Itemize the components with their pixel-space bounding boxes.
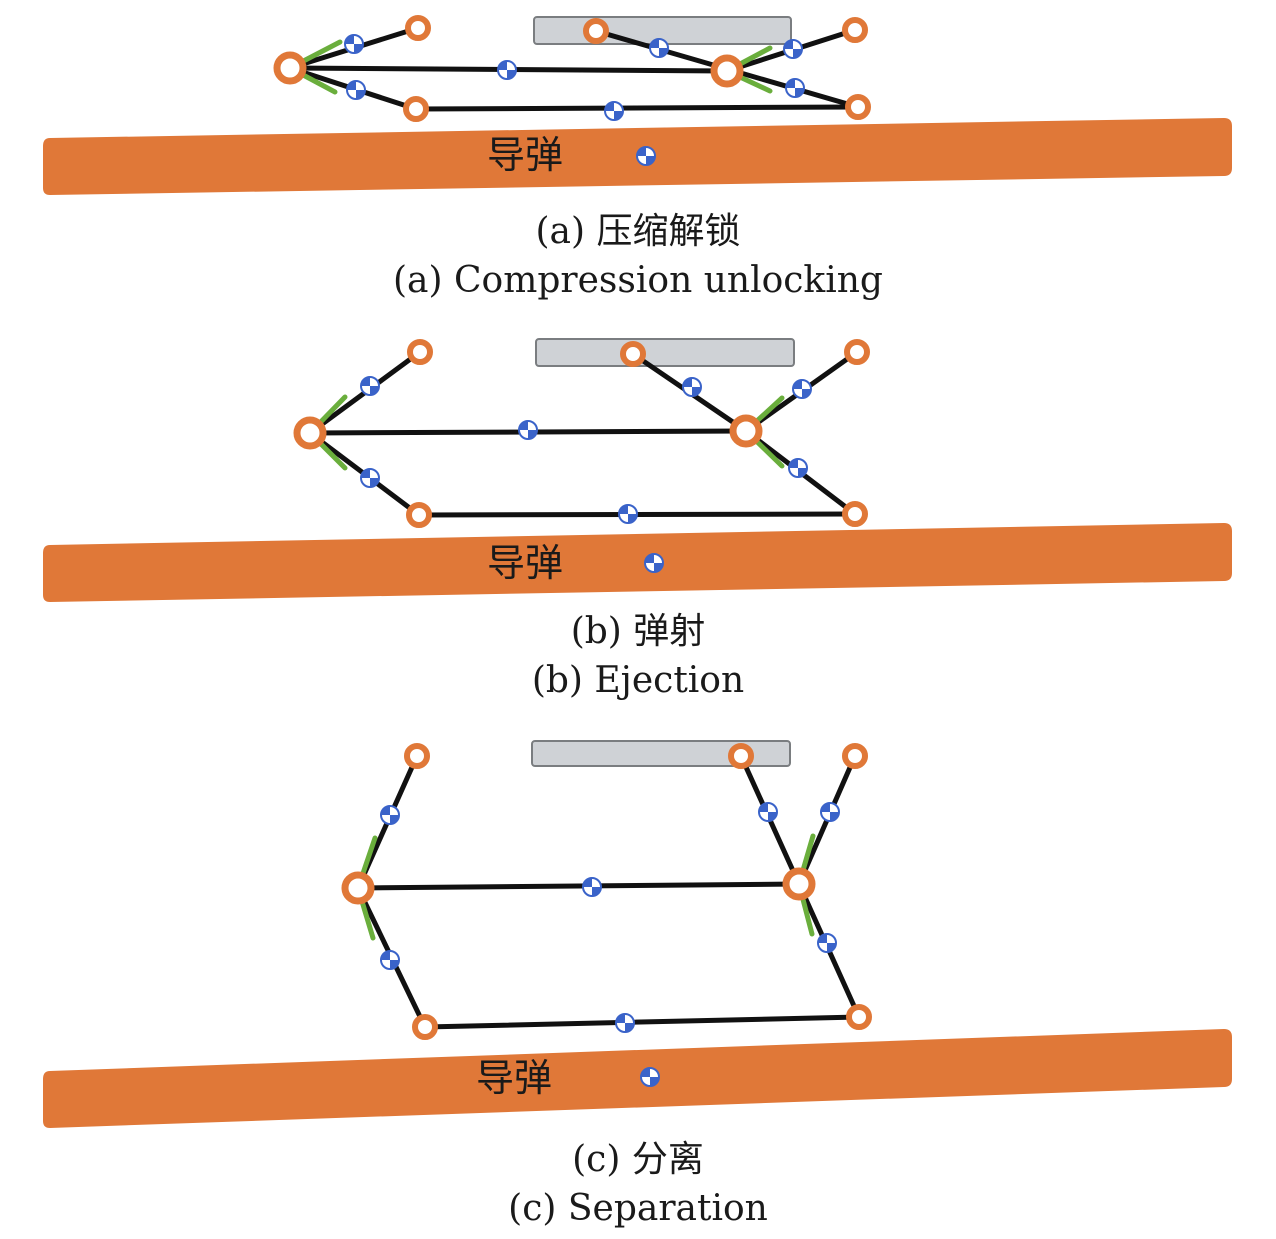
caption-a-cn: (a) 压缩解锁 — [535, 211, 741, 252]
centroid-marker-icon — [758, 802, 778, 822]
centroid-marker-icon — [785, 78, 805, 98]
centroid-marker-icon — [649, 38, 669, 58]
centroid-marker-icon — [792, 379, 812, 399]
joint-pin-icon — [403, 96, 429, 122]
joint-pin-icon — [404, 743, 430, 769]
centroid-marker-icon — [644, 553, 664, 573]
joints — [293, 339, 870, 528]
caption-b-cn: (b) 弹射 — [570, 611, 706, 652]
link — [413, 104, 861, 112]
linkage-links — [355, 753, 862, 1030]
centroid-marker-icon — [817, 933, 837, 953]
missile-label: 导弹 — [476, 1056, 552, 1100]
caption-a-en: (a) Compression unlocking — [393, 260, 883, 301]
joint-pin-icon — [842, 743, 868, 769]
joint-pin-icon — [846, 1004, 872, 1030]
centroid-marker-icon — [344, 34, 364, 54]
centroid-marker-icon — [788, 458, 808, 478]
centroid-marker-icon — [360, 468, 380, 488]
joints — [273, 15, 871, 122]
missile-label: 导弹 — [487, 133, 563, 177]
joint-pin-icon — [293, 416, 327, 450]
joints — [341, 743, 872, 1040]
centroid-marker-icon — [380, 950, 400, 970]
joint-pin-icon — [341, 871, 375, 905]
joint-pin-icon — [729, 414, 763, 448]
joint-pin-icon — [405, 15, 431, 41]
joint-pin-icon — [273, 51, 307, 85]
centroid-marker-icon — [820, 802, 840, 822]
missile-label: 导弹 — [487, 541, 563, 585]
joint-pin-icon — [842, 501, 868, 527]
centroid-marker-icon — [618, 504, 638, 524]
centroid-marker-icon — [497, 60, 517, 80]
caption-b-en: (b) Ejection — [531, 660, 745, 701]
centroid-marker-icon — [636, 146, 656, 166]
joint-pin-icon — [412, 1014, 438, 1040]
joint-pin-icon — [844, 339, 870, 365]
joint-pin-icon — [728, 743, 754, 769]
centroid-marker-icon — [518, 420, 538, 440]
centroids — [380, 802, 840, 1087]
missile-body — [43, 1029, 1232, 1128]
joint-pin-icon — [710, 54, 744, 88]
centroid-marker-icon — [682, 377, 702, 397]
centroid-marker-icon — [783, 39, 803, 59]
link — [355, 881, 802, 891]
missile-body — [43, 523, 1232, 602]
panel-a-compression-unlocking: 导弹 — [43, 15, 1232, 195]
centroid-marker-icon — [380, 805, 400, 825]
centroid-marker-icon — [640, 1067, 660, 1087]
caption-c-cn: (c) 分离 — [572, 1139, 704, 1180]
centroids — [344, 34, 805, 166]
launch-rail — [535, 338, 795, 367]
joint-pin-icon — [406, 502, 432, 528]
centroids — [360, 376, 812, 573]
panel-b-ejection: 导弹 — [43, 338, 1232, 602]
joint-pin-icon — [583, 18, 609, 44]
centroid-marker-icon — [604, 101, 624, 121]
joint-pin-icon — [782, 867, 816, 901]
joint-pin-icon — [842, 17, 868, 43]
caption-c-en: (c) Separation — [508, 1188, 768, 1229]
linkage-links — [307, 349, 860, 518]
joint-pin-icon — [620, 341, 646, 367]
centroid-marker-icon — [582, 877, 602, 897]
launch-rail — [531, 740, 791, 767]
centroid-marker-icon — [346, 80, 366, 100]
link — [422, 1014, 862, 1030]
panel-c-separation: 导弹 — [43, 740, 1232, 1128]
joint-pin-icon — [407, 339, 433, 365]
centroid-marker-icon — [360, 376, 380, 396]
centroid-marker-icon — [615, 1013, 635, 1033]
joint-pin-icon — [845, 94, 871, 120]
